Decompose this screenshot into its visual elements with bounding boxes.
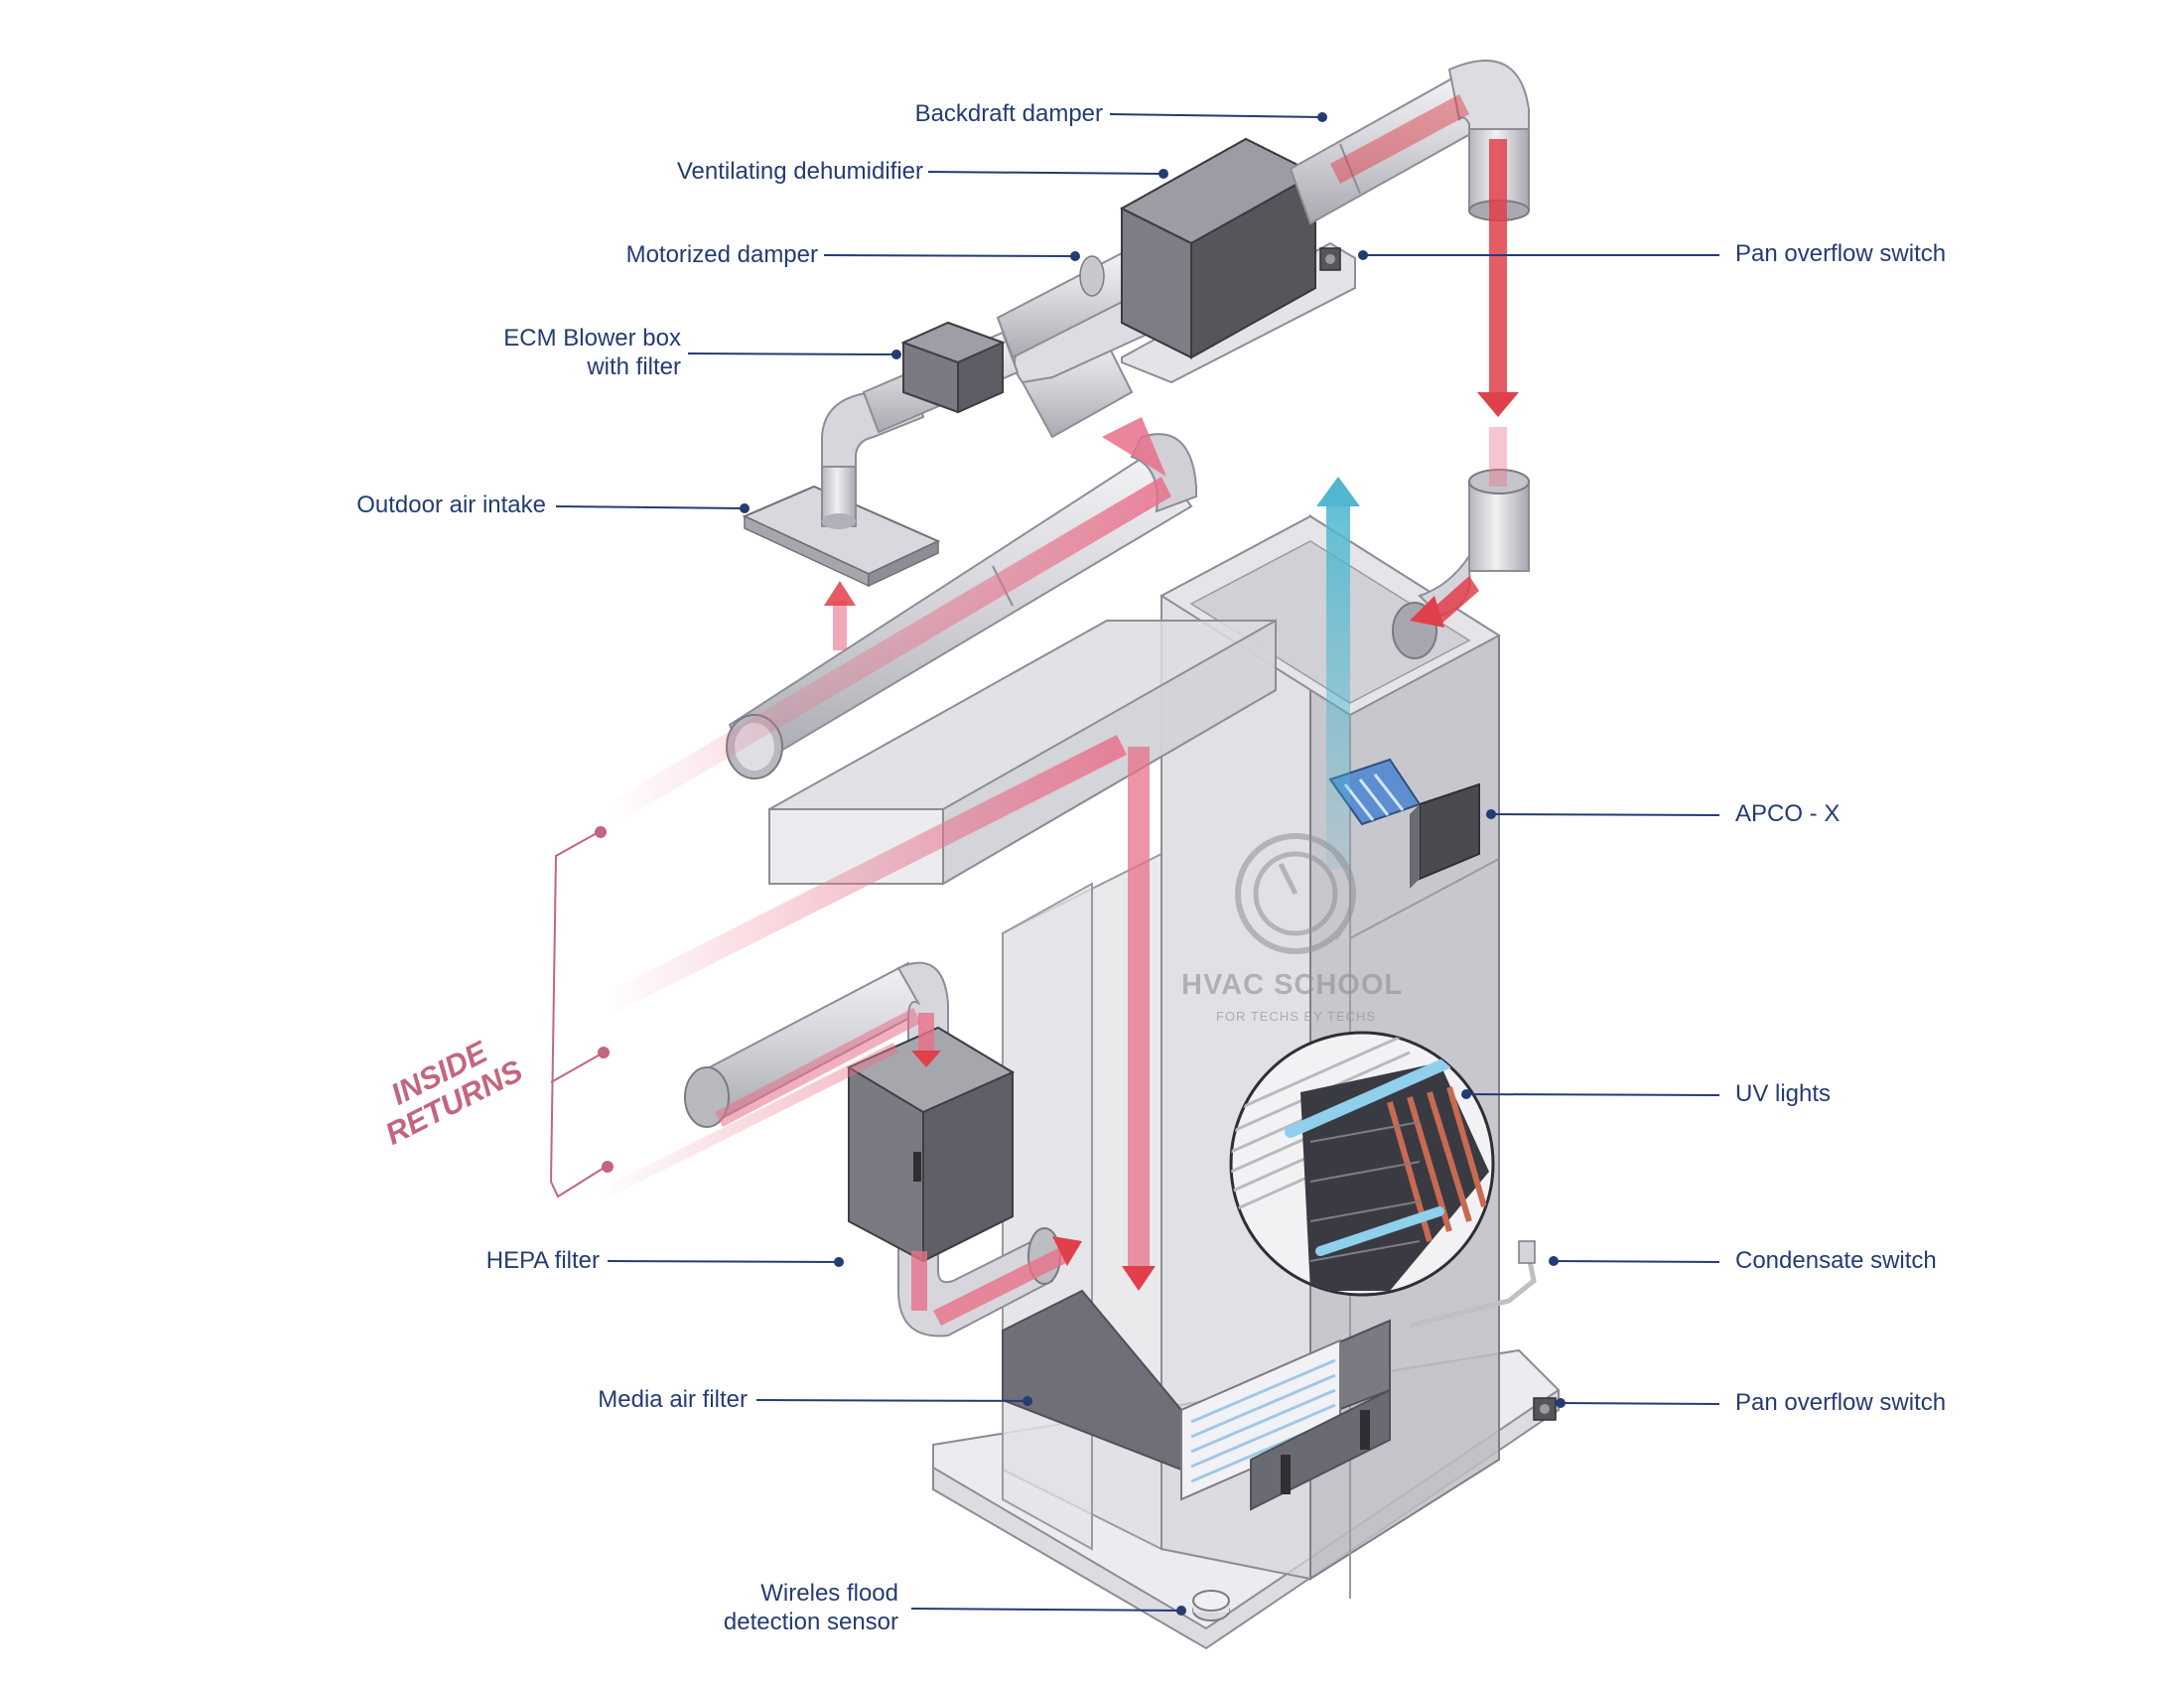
label-media-air-filter: Media air filter [598,1386,748,1413]
label-ecm-blower-box-line2: with filter [587,353,681,380]
label-flood-sensor-line2: detection sensor [723,1609,898,1635]
label-pan-overflow-switch-top: Pan overflow switch [1735,240,1947,267]
ecm-blower-box-device [900,321,1006,414]
airflow-arrows [596,94,1519,1326]
label-flood-sensor: Wireles flood detection sensor [724,1579,898,1636]
apco-x-device [1328,758,1480,889]
pan-overflow-switch-top-device [1319,247,1341,271]
label-ecm-blower-box-line1: ECM Blower box [503,325,681,352]
media-filter-housing [1002,1289,1391,1511]
label-pan-overflow-switch-bottom: Pan overflow switch [1735,1389,1947,1416]
label-hepa-filter: HEPA filter [485,1247,600,1274]
condensate-switch-device [1409,1240,1537,1329]
label-ventilating-dehumidifier: Ventilating dehumidifier [676,158,923,185]
label-apco-x: APCO - X [1735,800,1841,827]
hepa-filter-box [846,1026,1016,1263]
label-ecm-blower-box: ECM Blower box with filter [503,324,681,381]
hvac-school-logo [1235,833,1356,954]
leader-lines [555,112,1720,1616]
flood-sensor-device [1192,1590,1230,1621]
label-flood-sensor-line1: Wireles flood [760,1580,898,1607]
label-motorized-damper: Motorized damper [625,241,818,268]
uv-lights-zoom [1229,1031,1495,1297]
watermark-subtitle: FOR TECHS BY TECHS [1216,1009,1377,1024]
ventilating-dehumidifier-device [1119,137,1318,359]
inside-returns-bracket [549,826,614,1198]
pan-overflow-switch-bottom-device [1533,1397,1557,1421]
label-outdoor-air-intake: Outdoor air intake [356,492,546,518]
label-condensate-switch: Condensate switch [1735,1247,1937,1274]
watermark-title: HVAC SCHOOL [1181,969,1404,1001]
label-uv-lights: UV lights [1735,1080,1832,1107]
label-backdraft-damper: Backdraft damper [914,100,1103,127]
